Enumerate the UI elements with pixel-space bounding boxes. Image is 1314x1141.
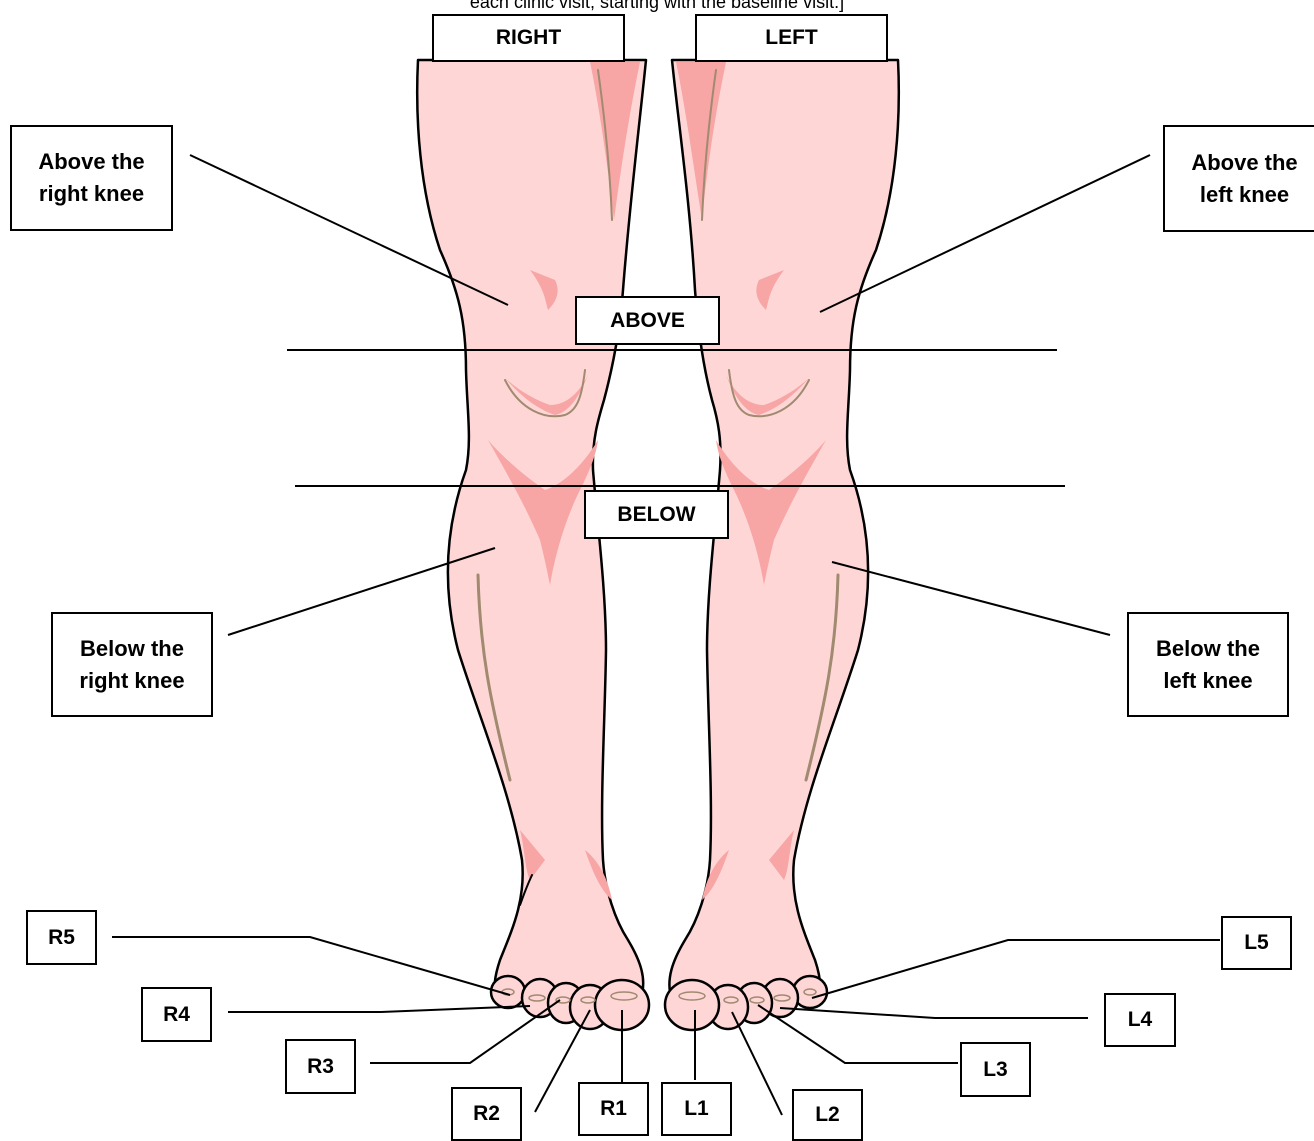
below-zone-label: BELOW [584, 490, 729, 539]
below-left-knee-label: Below the left knee [1148, 633, 1268, 697]
above-right-knee-label: Above the right knee [32, 146, 152, 210]
below-right-knee-label: Below the right knee [72, 633, 192, 697]
callout-below-left-knee [832, 562, 1110, 635]
toe-r3-box[interactable]: R3 [285, 1039, 356, 1094]
callout-l2 [732, 1012, 782, 1115]
toe-l1-box[interactable]: L1 [661, 1082, 732, 1136]
left-side-header: LEFT [695, 14, 888, 62]
left-toes [665, 976, 827, 1030]
callout-l4 [780, 1008, 1088, 1018]
right-side-header: RIGHT [432, 14, 625, 62]
below-left-knee-box[interactable]: Below the left knee [1127, 612, 1289, 717]
toe-l2-box[interactable]: L2 [792, 1089, 863, 1141]
right-toes [491, 976, 649, 1030]
above-left-knee-box[interactable]: Above the left knee [1163, 125, 1314, 232]
above-right-knee-box[interactable]: Above the right knee [10, 125, 173, 231]
below-right-knee-box[interactable]: Below the right knee [51, 612, 213, 717]
toe-r1-box[interactable]: R1 [578, 1082, 649, 1136]
toe-r5-box[interactable]: R5 [26, 910, 97, 965]
above-left-knee-label: Above the left knee [1185, 147, 1305, 211]
toe-r2-box[interactable]: R2 [451, 1087, 522, 1141]
toe-r4-box[interactable]: R4 [141, 987, 212, 1042]
toe-l5-box[interactable]: L5 [1221, 916, 1292, 970]
callout-l5 [812, 940, 1220, 998]
callout-r4 [228, 1006, 530, 1012]
toe-l4-box[interactable]: L4 [1104, 993, 1176, 1047]
toe-l3-box[interactable]: L3 [960, 1042, 1031, 1097]
above-zone-label: ABOVE [575, 296, 720, 345]
